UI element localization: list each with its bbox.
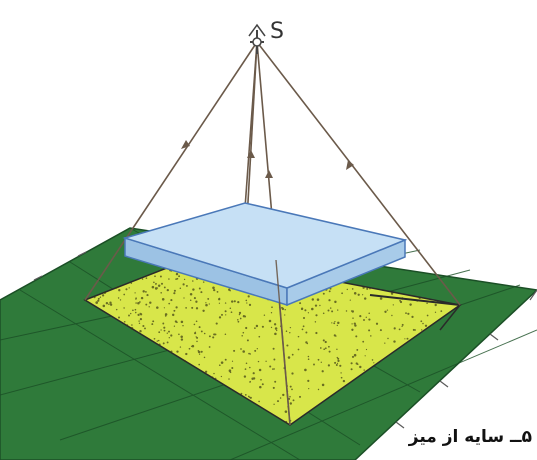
- figure-caption: ۵ــ سایه از میز: [300, 422, 532, 452]
- source-label: S: [270, 19, 284, 44]
